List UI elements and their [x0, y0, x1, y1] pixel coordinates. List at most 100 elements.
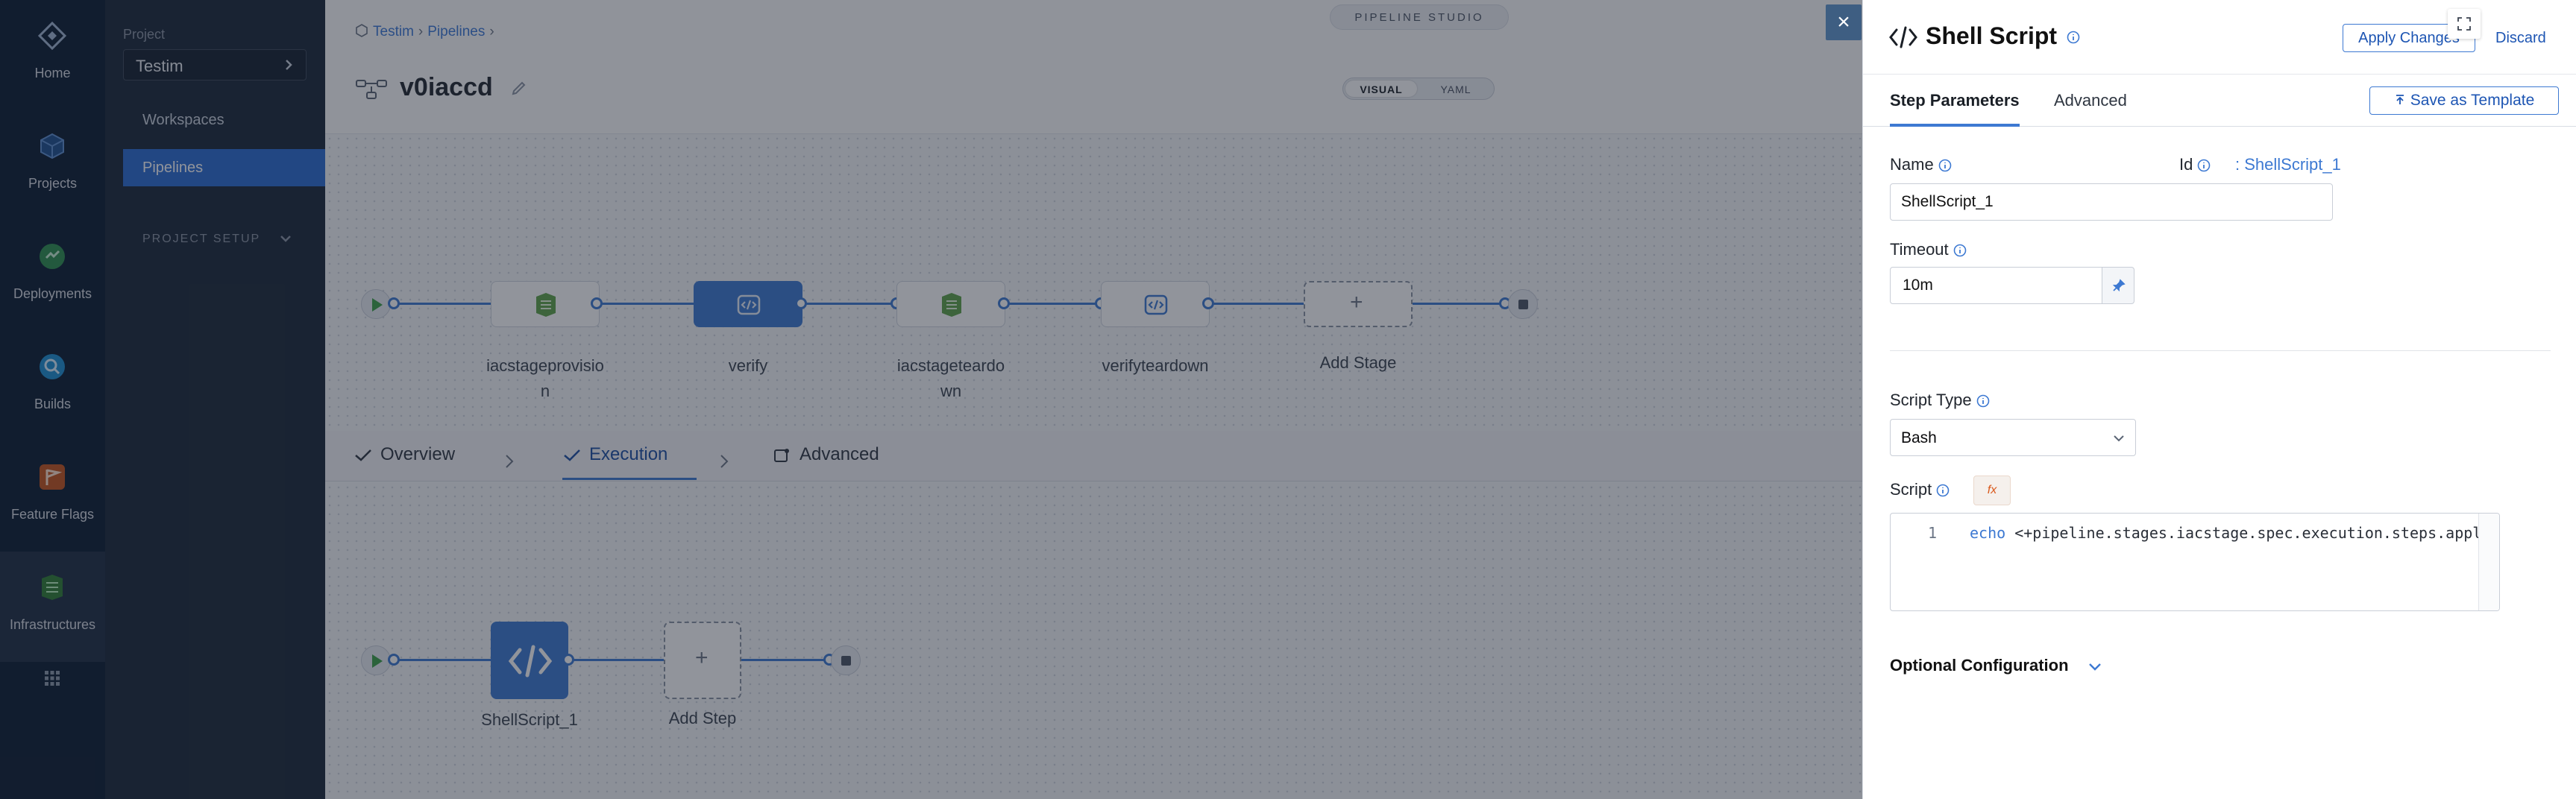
execution-end-node	[831, 645, 861, 675]
info-icon[interactable]	[1936, 484, 1950, 497]
stage-label-iacstageteardown: iacstageteardo wn	[873, 353, 1029, 404]
connector-dot	[388, 654, 400, 666]
project-label: Project	[123, 27, 166, 42]
infrastructure-icon	[42, 575, 63, 600]
pipeline-name: v0iaccd	[400, 73, 493, 101]
runtime-input-button[interactable]	[2102, 267, 2134, 304]
stage-label-line: iacstageprovisio	[486, 356, 604, 375]
timeout-input[interactable]: 10m	[1890, 267, 2103, 304]
stage-node-verify[interactable]	[694, 281, 802, 327]
script-keyword: echo	[1970, 524, 2006, 542]
deployments-icon	[40, 244, 65, 269]
expression-toggle-button[interactable]: fx	[1973, 476, 2011, 505]
rail-label-projects: Projects	[28, 176, 78, 191]
chevron-down-icon[interactable]	[278, 231, 293, 246]
chevron-down-icon[interactable]	[2087, 660, 2103, 674]
add-stage-button[interactable]: +	[1304, 281, 1413, 327]
expand-editor-button[interactable]	[2448, 9, 2481, 39]
optional-configuration-toggle[interactable]: Optional Configuration	[1890, 656, 2069, 675]
stage-label-line: iacstageteardo	[896, 356, 1005, 375]
stage-label-line: wn	[940, 382, 962, 400]
breadcrumb-separator: ›	[489, 24, 494, 40]
pipeline-start-node	[361, 289, 391, 319]
left-rail: Home Projects Deployments Builds Feature…	[0, 0, 105, 799]
info-icon[interactable]	[1953, 244, 1967, 257]
rail-item-projects[interactable]: Projects	[0, 110, 105, 221]
settings-icon	[774, 448, 789, 462]
drawer-backdrop[interactable]	[0, 0, 1862, 799]
step-id-value[interactable]: : ShellScript_1	[2235, 155, 2341, 174]
step-connector	[394, 659, 834, 661]
nav-link-workspaces[interactable]: Workspaces	[142, 112, 224, 128]
flag-icon	[40, 464, 65, 490]
project-nav: Project Testim Workspaces Pipelines PROJ…	[105, 0, 325, 799]
code-icon	[508, 645, 553, 678]
tab-step-parameters[interactable]: Step Parameters	[1890, 88, 2020, 127]
stage-label-verifyteardown: verifyteardown	[1102, 356, 1209, 375]
breadcrumb-separator: ›	[418, 24, 424, 40]
stage-tabs: Overview Execution Advanced	[325, 431, 1862, 481]
pipeline-icon	[356, 80, 387, 99]
tab-label: Overview	[380, 444, 456, 464]
connector-dot	[1202, 297, 1214, 309]
rail-label-infrastructures: Infrastructures	[9, 617, 96, 632]
info-icon[interactable]	[2067, 31, 2080, 44]
visual-toggle[interactable]: VISUAL	[1345, 80, 1417, 97]
stage-node-iacstageteardown[interactable]	[896, 281, 1005, 327]
stage-node-verifyteardown[interactable]	[1101, 281, 1210, 327]
infrastructure-stage-icon	[536, 293, 556, 317]
check-icon	[355, 449, 371, 461]
add-step-button[interactable]: +	[664, 622, 741, 699]
step-node-shellscript[interactable]	[491, 622, 568, 699]
close-drawer-button[interactable]: ×	[1826, 4, 1862, 40]
tab-overview[interactable]: Overview	[354, 444, 455, 480]
rail-label-home: Home	[34, 66, 71, 80]
name-label-text: Name	[1890, 155, 1934, 174]
cube-icon	[40, 133, 64, 160]
rail-item-feature-flags[interactable]: Feature Flags	[0, 441, 105, 552]
script-type-select[interactable]: Bash	[1890, 419, 2136, 456]
chevron-right-icon	[506, 455, 514, 468]
timeout-label-text: Timeout	[1890, 240, 1949, 259]
save-as-template-button[interactable]: Save as Template	[2369, 86, 2559, 115]
project-icon	[356, 24, 368, 37]
script-type-field-label: Script Type	[1890, 391, 1990, 410]
project-setup-label[interactable]: PROJECT SETUP	[142, 233, 261, 245]
rail-item-builds[interactable]: Builds	[0, 331, 105, 441]
discard-button[interactable]: Discard	[2495, 30, 2546, 46]
breadcrumb-pipelines[interactable]: Pipelines	[427, 24, 486, 40]
info-icon[interactable]	[2197, 159, 2211, 172]
name-input[interactable]: ShellScript_1	[1890, 183, 2333, 221]
pipeline-studio: Testim›Pipelines› PIPELINE STUDIO v0iacc…	[325, 0, 1862, 799]
tab-advanced-settings[interactable]: Advanced	[2054, 91, 2127, 110]
section-divider	[1890, 350, 2551, 351]
save-as-template-label: Save as Template	[2410, 92, 2535, 109]
script-type-label-text: Script Type	[1890, 391, 1972, 409]
pencil-icon[interactable]	[510, 79, 528, 97]
nav-link-pipelines[interactable]: Pipelines	[123, 149, 325, 186]
tab-execution[interactable]: Execution	[562, 444, 697, 480]
script-editor[interactable]: 1 echo <+pipeline.stages.iacstage.spec.e…	[1890, 513, 2500, 611]
custom-stage-icon	[737, 294, 761, 315]
info-icon[interactable]	[1976, 394, 1990, 408]
project-name: Testim	[136, 57, 183, 75]
connector-dot	[795, 297, 807, 309]
script-line[interactable]: echo <+pipeline.stages.iacstage.spec.exe…	[1970, 524, 2493, 542]
connector-dot	[591, 297, 603, 309]
editor-scrollbar[interactable]	[2478, 514, 2499, 610]
pipeline-studio-badge: PIPELINE STUDIO	[1330, 4, 1509, 30]
add-step-label: Add Step	[668, 709, 737, 727]
plus-icon: +	[1350, 290, 1363, 315]
plus-icon: +	[695, 645, 709, 670]
tab-advanced[interactable]: Advanced	[773, 444, 879, 480]
rail-item-home[interactable]: Home	[0, 0, 105, 110]
yaml-toggle[interactable]: YAML	[1440, 83, 1471, 95]
apps-grid-icon[interactable]	[43, 669, 61, 687]
rail-item-infrastructures[interactable]: Infrastructures	[0, 552, 105, 662]
project-selector[interactable]: Testim	[123, 49, 307, 80]
infrastructure-stage-icon	[942, 293, 961, 317]
breadcrumb-project[interactable]: Testim	[373, 24, 414, 40]
script-type-value: Bash	[1901, 429, 1937, 446]
info-icon[interactable]	[1938, 159, 1952, 172]
rail-item-deployments[interactable]: Deployments	[0, 221, 105, 331]
